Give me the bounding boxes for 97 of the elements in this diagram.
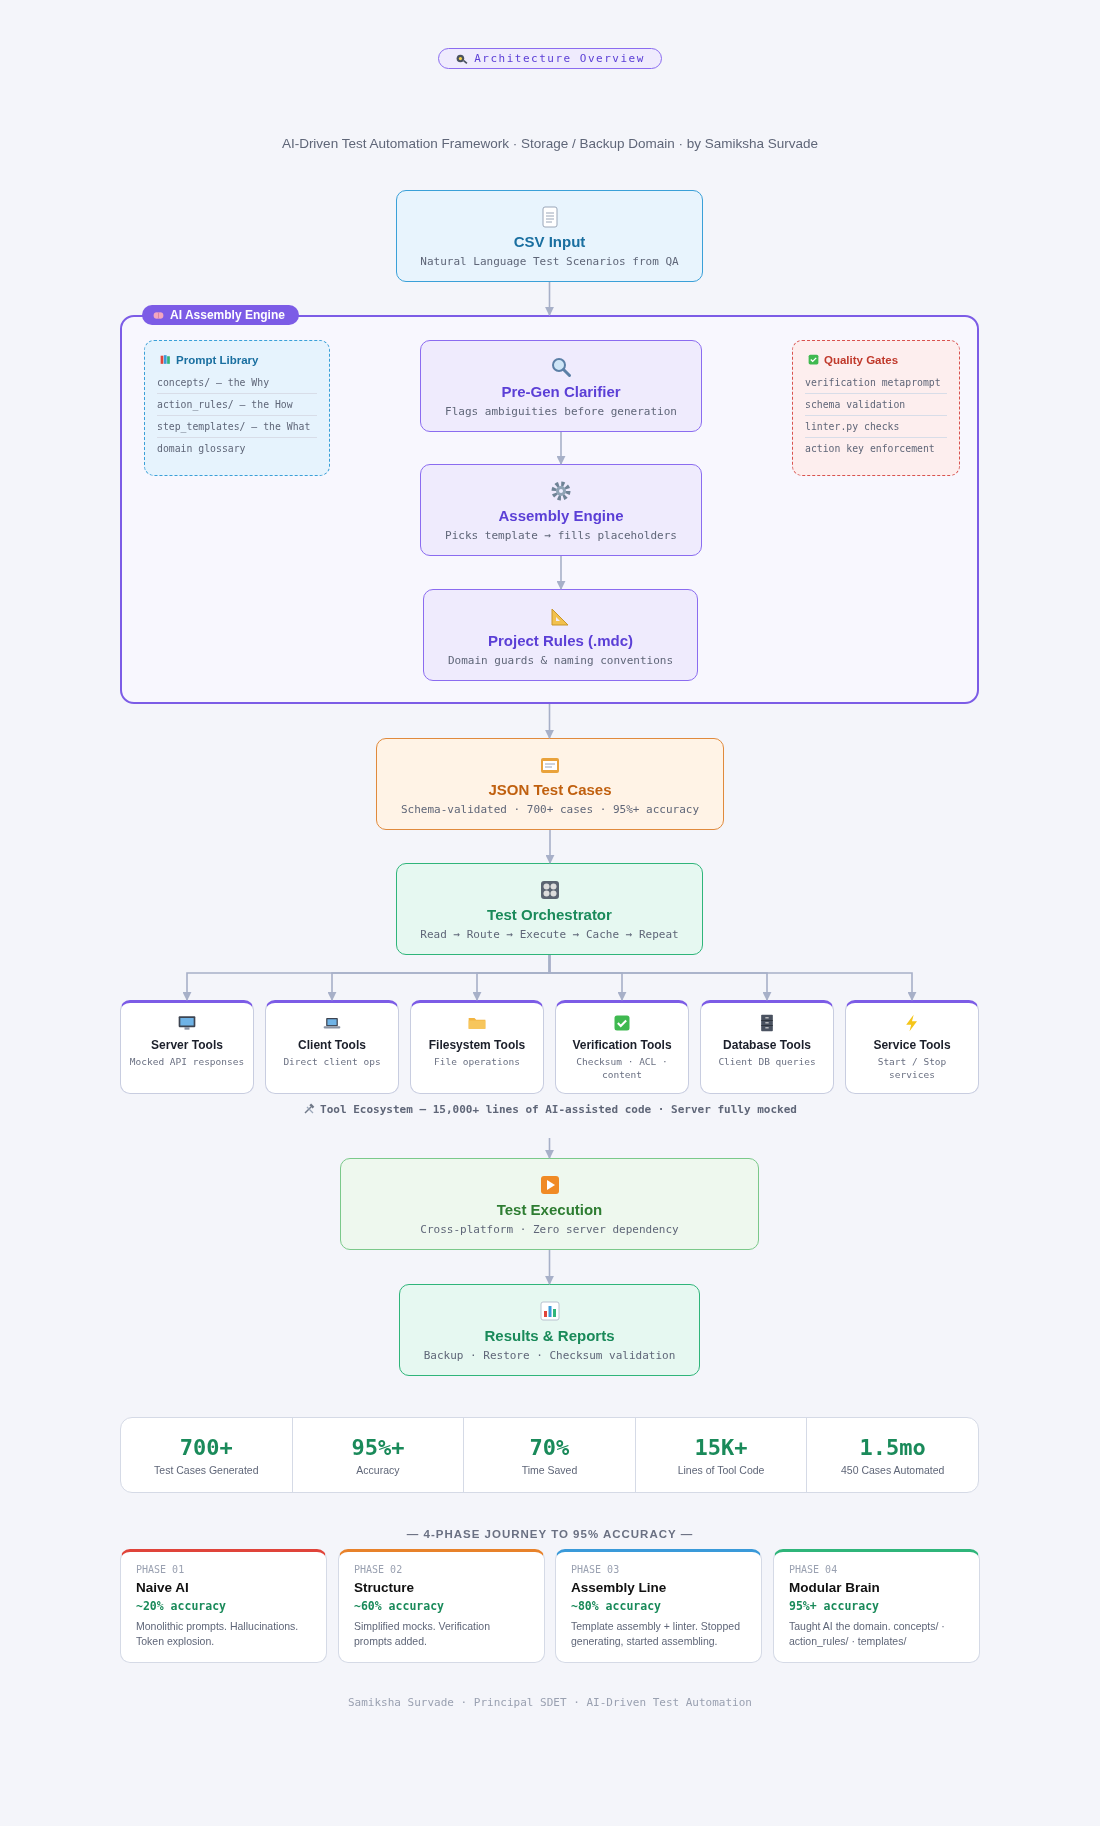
node-description: Picks template → fills placeholders: [444, 529, 678, 542]
phase-number: PHASE 01: [136, 1564, 186, 1575]
header-badge: Architecture Overview: [438, 48, 662, 69]
stat-value: 15K+: [693, 1435, 749, 1460]
tool-card: [845, 1000, 979, 1094]
tool-card: [555, 1000, 689, 1094]
phase-description: Simplified mocks. Verification prompts added.: [354, 1619, 491, 1650]
process-box: [376, 738, 724, 830]
subtitle: AI-Driven Test Automation Framework · Storage / Backup Domain · by Samiksha Survade: [281, 136, 819, 151]
arrow: [556, 555, 566, 590]
note-title: Quality Gates: [824, 353, 899, 366]
stat-label: Test Cases Generated: [153, 1464, 260, 1476]
arrow: [545, 829, 555, 864]
list-item-text: step_templates/ — the What: [157, 416, 317, 438]
footer-text: Samiksha Survade · Principal SDET · AI-Driven Test Automation: [348, 1696, 752, 1709]
phase-number: PHASE 04: [789, 1564, 839, 1575]
accuracy-value: ~20% accuracy: [136, 1599, 227, 1613]
node-title: Project Rules (.mdc): [486, 632, 634, 649]
phase-title: Assembly Line: [571, 1580, 668, 1595]
arrow: [556, 431, 566, 465]
arrow: [545, 1137, 554, 1159]
list-item-text: linter.py checks: [805, 416, 947, 438]
process-box: [340, 1158, 759, 1250]
node-description: Natural Language Test Scenarios from QA: [419, 255, 680, 268]
node-description: Domain guards & naming conventions: [446, 654, 675, 667]
phase-card: [555, 1549, 762, 1663]
phase-card: [120, 1549, 327, 1663]
process-box: [423, 589, 698, 681]
node-title: Pre-Gen Clarifier: [500, 383, 622, 400]
process-box: [420, 464, 702, 556]
node-title: CSV Input: [512, 233, 587, 250]
tool-title: Database Tools: [722, 1038, 812, 1052]
stat-value: 700+: [178, 1435, 234, 1460]
section-heading: — 4-PHASE JOURNEY TO 95% ACCURACY —: [406, 1528, 694, 1540]
tool-description: File operations: [433, 1055, 521, 1069]
note-box: [144, 340, 330, 476]
stat-value: 1.5mo: [858, 1435, 927, 1460]
tool-title: Filesystem Tools: [427, 1038, 527, 1052]
process-box: [396, 863, 703, 955]
stat-value: 70%: [528, 1435, 571, 1460]
stat-label: Lines of Tool Code: [676, 1464, 766, 1476]
arrow: [545, 703, 554, 739]
phase-description: Taught AI the domain. concepts/ · action_rules/ · templates/: [789, 1619, 946, 1650]
node-title: Test Execution: [495, 1201, 604, 1218]
stat-label: Time Saved: [520, 1464, 579, 1476]
list-item-text: domain glossary: [157, 442, 247, 456]
tool-description: Checksum · ACL · content: [575, 1055, 669, 1082]
group-title: AI Assembly Engine: [170, 308, 285, 322]
tool-title: Server Tools: [150, 1038, 224, 1052]
list-item-text: concepts/ — the Why: [157, 372, 317, 394]
accuracy-value: ~80% accuracy: [571, 1599, 662, 1613]
node-description: Read → Route → Execute → Cache → Repeat: [419, 928, 680, 941]
process-box: [420, 340, 702, 432]
process-box: [396, 190, 703, 282]
phase-title: Naive AI: [136, 1580, 190, 1595]
process-box: [399, 1284, 700, 1376]
node-title: Assembly Engine: [497, 507, 625, 524]
phase-description: Monolithic prompts. Hallucinations. Token explosion.: [136, 1619, 300, 1650]
node-title: Test Orchestrator: [486, 906, 613, 923]
tool-description: Client DB queries: [717, 1055, 817, 1069]
tool-title: Verification Tools: [571, 1038, 673, 1052]
list-item-text: action_rules/ — the How: [157, 394, 317, 416]
list-item-text: verification metaprompt: [805, 372, 947, 394]
node-title: Results & Reports: [483, 1327, 616, 1344]
tool-description: Direct client ops: [282, 1055, 382, 1069]
stat-label: 450 Cases Automated: [840, 1464, 946, 1476]
tool-title: Service Tools: [872, 1038, 952, 1052]
tool-card: [265, 1000, 399, 1094]
node-description: Backup · Restore · Checksum validation: [422, 1349, 677, 1362]
tool-card: [410, 1000, 544, 1094]
phase-number: PHASE 02: [354, 1564, 404, 1575]
list-item-text: schema validation: [805, 394, 947, 416]
arrow: [545, 1249, 554, 1285]
node-title: JSON Test Cases: [487, 781, 613, 798]
phase-number: PHASE 03: [571, 1564, 621, 1575]
tool-description: Mocked API responses: [129, 1055, 245, 1069]
node-description: Cross-platform · Zero server dependency: [419, 1223, 680, 1236]
list-item-text: action key enforcement: [805, 442, 936, 456]
tool-card: [700, 1000, 834, 1094]
arrow: [545, 281, 554, 316]
node-description: Schema-validated · 700+ cases · 95%+ accuracy: [400, 803, 700, 816]
phase-title: Structure: [354, 1580, 415, 1595]
tool-description: Start / Stop services: [876, 1055, 948, 1082]
tool-card: [120, 1000, 254, 1094]
note-box: [792, 340, 960, 476]
phase-card: [338, 1549, 545, 1663]
section-caption: Tool Ecosystem — 15,000+ lines of AI-assisted code · Server fully mocked: [320, 1103, 797, 1116]
node-description: Flags ambiguities before generation: [444, 405, 678, 418]
stat-label: Accuracy: [355, 1464, 401, 1476]
phase-title: Modular Brain: [789, 1580, 881, 1595]
phase-card: [773, 1549, 980, 1663]
accuracy-value: 95%+ accuracy: [789, 1599, 880, 1613]
phase-description: Template assembly + linter. Stopped generating, started assembling.: [571, 1619, 741, 1650]
accuracy-value: ~60% accuracy: [354, 1599, 445, 1613]
tool-title: Client Tools: [297, 1038, 367, 1052]
note-title: Prompt Library: [176, 353, 259, 366]
stat-value: 95%+: [350, 1435, 406, 1460]
